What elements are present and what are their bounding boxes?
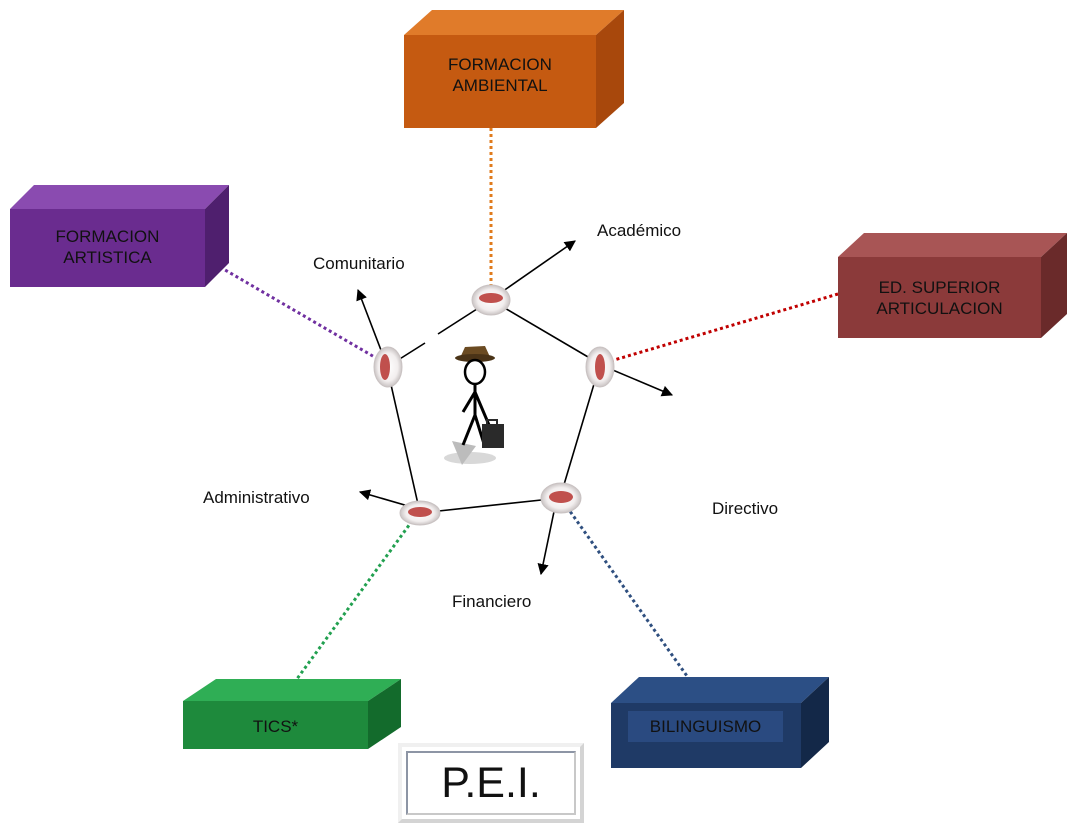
axis-label-directivo: Directivo [712, 499, 779, 518]
pei-title: P.E.I. [441, 758, 541, 807]
arrow-financiero [537, 501, 557, 576]
axis-label-administrativo: Administrativo [203, 488, 310, 507]
box-formacion-ambiental [404, 10, 624, 128]
box-bilinguismo [611, 677, 829, 768]
axis-label-academico: Académico [597, 221, 682, 240]
box-tics [183, 679, 401, 749]
node-directivo [585, 346, 615, 388]
box-label-bilinguismo: BILINGUISMO [649, 717, 762, 736]
connector-superior [603, 292, 839, 365]
node-administrativo [399, 500, 441, 526]
box-label-tics: TICS* [252, 717, 299, 736]
box-label-formacion-artistica: FORMACION ARTISTICA [10, 226, 205, 268]
node-comunitario [373, 346, 403, 388]
box-label-line: FORMACION [55, 227, 160, 246]
box-label-ed-superior: ED. SUPERIOR ARTICULACION [838, 277, 1041, 319]
pentagon [386, 299, 601, 514]
connector-artistica [219, 265, 384, 364]
arrow-comunitario [356, 288, 385, 359]
box-label-line: FORMACION [448, 55, 552, 74]
box-label-line: AMBIENTAL [452, 76, 548, 95]
box-label-line: ARTISTICA [63, 248, 152, 267]
pei-title-box: P.E.I. [398, 743, 584, 823]
arrow-directivo [607, 367, 674, 397]
stick-figure-with-hat-and-briefcase-icon [444, 346, 504, 465]
pei-title-inner-border [406, 751, 576, 815]
node-academico [471, 284, 511, 316]
box-formacion-artistica [10, 185, 229, 287]
box-label-formacion-ambiental: FORMACION AMBIENTAL [404, 54, 596, 96]
axis-arrows [356, 240, 674, 576]
axis-label-financiero: Financiero [452, 592, 532, 611]
box-label-line: ED. SUPERIOR [878, 278, 1001, 297]
connector-bilinguismo [560, 499, 706, 701]
box-ed-superior [838, 233, 1067, 338]
axis-label-comunitario: Comunitario [313, 254, 405, 273]
box-label-line: ARTICULACION [876, 299, 1003, 318]
node-financiero [540, 482, 582, 514]
arrow-academico [495, 240, 576, 297]
connector-tics [292, 516, 417, 684]
